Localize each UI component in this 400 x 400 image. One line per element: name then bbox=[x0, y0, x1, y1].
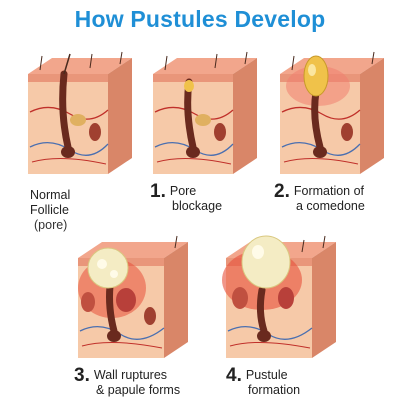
stage-wall-rupture bbox=[70, 235, 195, 366]
stage-1-caption: 1.Pore blockage bbox=[150, 181, 223, 214]
caption-line: Wall ruptures bbox=[93, 368, 168, 382]
stage-normal-caption: Normal Follicle (pore) bbox=[30, 188, 70, 233]
stage-3-caption: 3.Wall ruptures & papule forms bbox=[74, 365, 181, 398]
caption-line: Formation of bbox=[293, 184, 365, 198]
stage-number: 2. bbox=[274, 181, 290, 202]
skin-block-normal-illustration bbox=[28, 51, 132, 174]
stage-2-caption: 2.Formation of a comedone bbox=[274, 181, 365, 214]
skin-block-rupture-illustration bbox=[78, 235, 188, 358]
page-title: How Pustules Develop bbox=[74, 6, 326, 32]
caption-line: & papule forms bbox=[96, 383, 181, 397]
stage-comedone bbox=[272, 51, 387, 182]
caption-line: blockage bbox=[172, 199, 223, 213]
caption-line: Pore bbox=[169, 184, 197, 198]
caption-line: Follicle bbox=[30, 203, 69, 217]
caption-line: a comedone bbox=[296, 199, 365, 213]
caption-line: (pore) bbox=[34, 218, 68, 232]
stage-normal-follicle bbox=[20, 51, 135, 182]
stage-number: 3. bbox=[74, 365, 90, 386]
skin-block-pustule-illustration bbox=[222, 235, 336, 358]
skin-block-blockage-illustration bbox=[153, 51, 257, 174]
stage-number: 1. bbox=[150, 181, 166, 202]
skin-block-comedone-illustration bbox=[280, 51, 384, 174]
caption-line: formation bbox=[248, 383, 301, 397]
caption-line: Pustule bbox=[245, 368, 288, 382]
caption-line: Normal bbox=[30, 188, 71, 202]
stage-pore-blockage bbox=[145, 51, 260, 182]
stage-number: 4. bbox=[226, 365, 242, 386]
stage-pustule bbox=[218, 235, 343, 366]
stage-4-caption: 4.Pustule formation bbox=[226, 365, 301, 398]
